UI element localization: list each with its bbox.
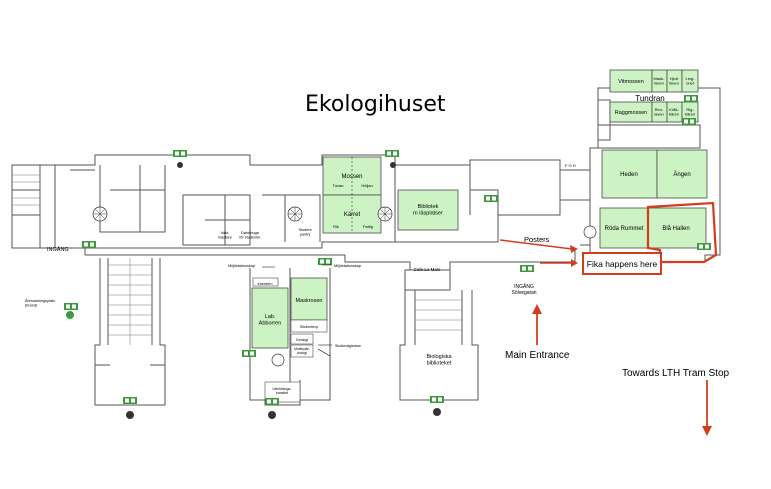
label-ingang-west: INGÅNG xyxy=(47,246,69,253)
label-studievagledare: Studievägledare xyxy=(335,344,361,348)
label-studentexp: Studentexp xyxy=(300,325,318,329)
label-maskrosen: Maskrosen xyxy=(296,298,323,304)
fika-box: Fika happens here xyxy=(582,252,662,275)
label-hoeljan: Höljan xyxy=(361,183,372,188)
posters-label: Posters xyxy=(524,235,550,244)
exit-signs xyxy=(64,95,711,405)
room-bibliotek xyxy=(397,189,459,231)
stair-icon xyxy=(583,225,597,239)
label-maskfaven: Mask-faven xyxy=(654,76,666,86)
room-lab-abborren xyxy=(251,287,289,349)
exit-markers xyxy=(66,162,441,419)
label-cafe: Cafe Lo Mani xyxy=(414,267,441,272)
room-heden xyxy=(601,149,658,199)
posters-arrow xyxy=(499,239,573,250)
label-heden: Heden xyxy=(620,172,638,178)
label-raggmossen: Raggmossen xyxy=(615,110,647,116)
label-rigbaren: Rig-bären xyxy=(685,107,695,117)
main-entrance-label: Main Entrance xyxy=(505,350,570,361)
label-tuvan: Tuvan xyxy=(333,183,344,188)
fika-label: Fika happens here xyxy=(586,258,658,269)
stair-icon xyxy=(271,353,285,367)
room-interdem xyxy=(252,277,279,287)
room-utbildning xyxy=(264,381,301,403)
label-lingonet: Ling-onet xyxy=(686,76,696,86)
room-roda-rummet xyxy=(599,207,649,249)
label-bla-hallen: Blå Hallen xyxy=(662,225,689,232)
page-title: Ekologihuset xyxy=(305,92,446,117)
rooms xyxy=(251,69,708,349)
room-molekylar xyxy=(290,344,314,358)
lth-tram-label: Towards LTH Tram Stop xyxy=(622,368,730,379)
room-maskrosen xyxy=(290,277,328,321)
label-karret: Kärret xyxy=(344,212,361,218)
room-angen xyxy=(656,149,708,199)
label-utbildning: Utbildnings-kansliet xyxy=(273,387,293,395)
label-vaktmastare: Vakt-mästare xyxy=(218,231,232,239)
label-interdem: Interdem xyxy=(258,282,273,286)
label-aterssamling: Återsamlingsplats(brand) xyxy=(25,298,55,307)
label-roda-rummet: Röda Rummet xyxy=(605,226,644,232)
label-rik: Rik xyxy=(333,224,339,229)
label-fattig: Fattig xyxy=(363,224,373,229)
small-rooms xyxy=(252,277,328,403)
room-studentexp xyxy=(290,319,328,333)
building-walls xyxy=(11,87,721,406)
label-angen: Ängen xyxy=(673,171,690,178)
label-miljo-left: Miljöstationskap xyxy=(228,264,255,268)
label-krakbaren: Kråk-bären xyxy=(669,107,680,117)
label-vitmossen: Vitmossen xyxy=(618,79,644,85)
label-renlaven: Ren-laven xyxy=(654,107,664,117)
label-mossen: Mossen xyxy=(341,174,362,180)
interior-detail xyxy=(12,174,462,345)
label-lab-abborren: Lab.Abborren xyxy=(259,314,282,326)
label-door-code: F G H xyxy=(565,163,576,168)
room-bla-hallen xyxy=(647,207,707,249)
label-geologi: Geologi xyxy=(296,338,309,342)
label-molekylar: Molekylär-biologi xyxy=(294,347,310,355)
label-tundran: Tundran xyxy=(635,94,665,103)
annotations xyxy=(499,201,718,428)
bla-hallen-highlight xyxy=(646,201,718,264)
room-geologi xyxy=(290,333,314,345)
label-miljo-right: Miljöstationskap xyxy=(334,264,361,268)
room-lingonet xyxy=(681,69,699,93)
